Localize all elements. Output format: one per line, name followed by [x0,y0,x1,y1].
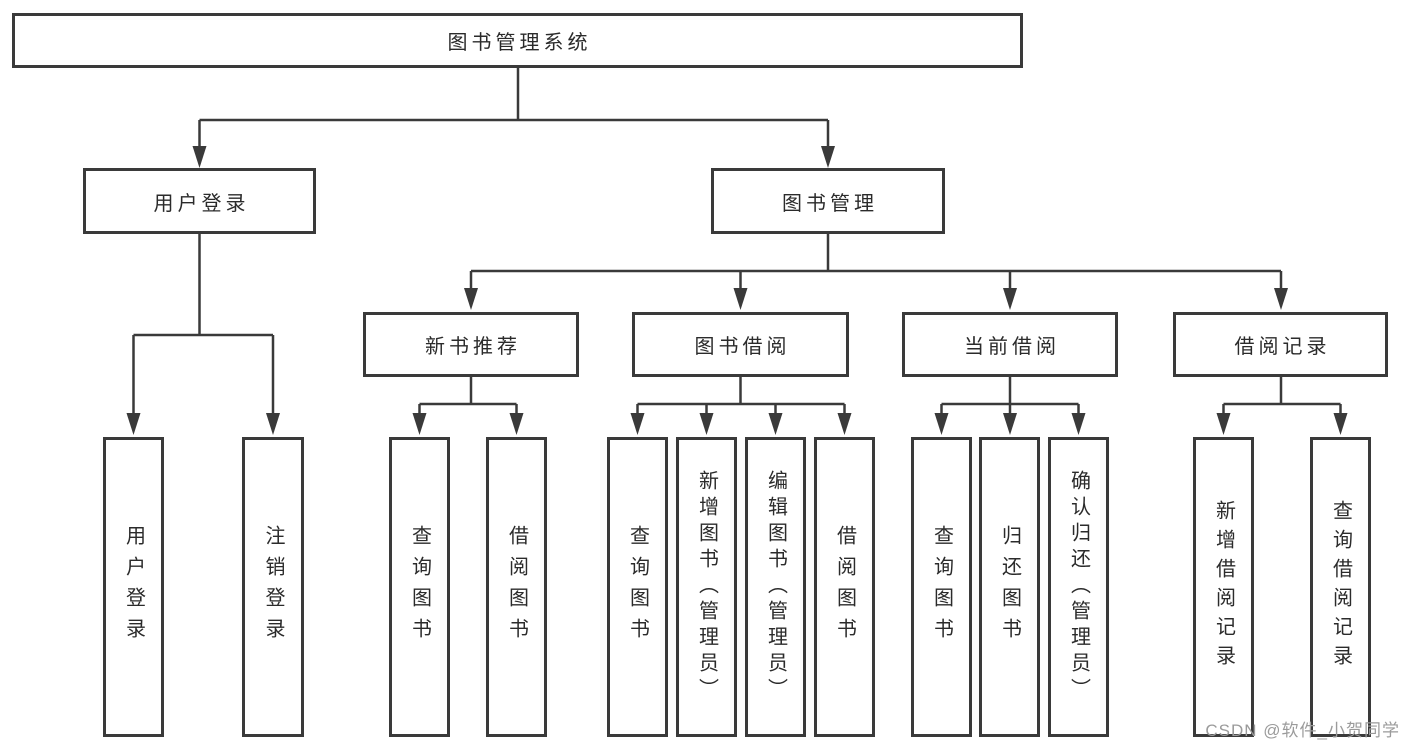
leaf-query-books-3: 查询图书 [911,437,972,737]
leaf-user-login-label: 用户登录 [122,525,145,649]
leaf-logout-label: 注销登录 [262,525,284,649]
leaf-confirm-return-admin: 确认归还（管理员） [1048,437,1109,737]
node-root: 图书管理系统 [12,13,1023,68]
leaf-add-books-admin: 新增图书（管理员） [676,437,737,737]
node-book-management: 图书管理 [711,168,945,234]
leaf-add-borrow-record-label: 新增借阅记录 [1212,500,1235,674]
leaf-return-books-label: 归还图书 [998,525,1021,649]
watermark: CSDN @软件_小贺同学 [1205,721,1400,740]
leaf-user-login: 用户登录 [103,437,164,737]
leaf-query-borrow-record: 查询借阅记录 [1310,437,1371,737]
leaf-confirm-return-admin-label: 确认归还（管理员） [1067,470,1090,704]
leaf-query-books-1: 查询图书 [389,437,450,737]
node-new-book-recommend-label: 新书推荐 [425,336,521,358]
leaf-edit-books-admin-label: 编辑图书（管理员） [764,470,787,704]
leaf-query-books-2: 查询图书 [607,437,668,737]
node-borrow-records: 借阅记录 [1173,312,1388,377]
node-root-label: 图书管理系统 [447,32,592,54]
leaf-borrow-books-1: 借阅图书 [486,437,547,737]
leaf-query-books-3-label: 查询图书 [930,525,953,649]
node-new-book-recommend: 新书推荐 [363,312,579,377]
node-user-login-label: 用户登录 [153,192,250,215]
leaf-add-borrow-record: 新增借阅记录 [1193,437,1254,737]
leaf-add-books-admin-label: 新增图书（管理员） [695,470,718,704]
leaf-borrow-books-1-label: 借阅图书 [505,525,528,649]
node-borrow-records-label: 借阅记录 [1234,336,1331,358]
leaf-edit-books-admin: 编辑图书（管理员） [745,437,806,737]
node-current-borrowing: 当前借阅 [902,312,1118,377]
node-book-borrowing: 图书借阅 [632,312,849,377]
arrowhead-icons [126,146,1348,435]
leaf-borrow-books-2: 借阅图书 [814,437,875,737]
leaf-query-books-2-label: 查询图书 [626,525,649,649]
node-current-borrowing-label: 当前借阅 [964,336,1060,358]
leaf-borrow-books-2-label: 借阅图书 [833,525,856,649]
leaf-return-books: 归还图书 [979,437,1040,737]
leaf-query-books-1-label: 查询图书 [408,525,431,649]
leaf-logout: 注销登录 [242,437,304,737]
node-book-management-label: 图书管理 [782,192,878,215]
node-user-login: 用户登录 [83,168,316,234]
node-book-borrowing-label: 图书借阅 [694,336,791,358]
leaf-query-borrow-record-label: 查询借阅记录 [1329,500,1352,674]
